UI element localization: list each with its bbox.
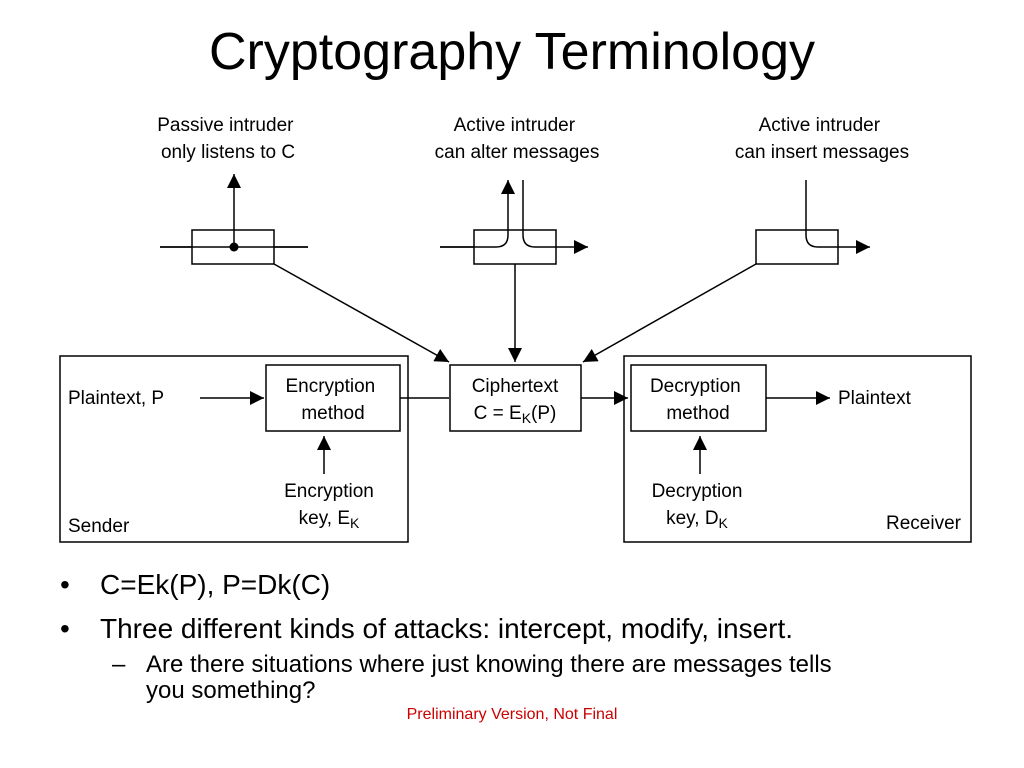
insert-intruder-label: Active intruder can insert messages bbox=[735, 115, 909, 163]
sub-bullet-marker: – bbox=[112, 651, 126, 678]
alter-intruder-label: Active intruder can alter messages bbox=[435, 115, 600, 163]
receiver-box bbox=[623, 355, 972, 543]
bullet-item: • C=Ek(P), P=Dk(C) bbox=[60, 568, 980, 602]
decryption-key-label: Decryption bbox=[652, 481, 743, 502]
sub-bullet-line: you something? bbox=[146, 677, 316, 704]
plaintext-output-label: Plaintext bbox=[838, 388, 912, 409]
sub-bullet-line: Are there situations where just knowing … bbox=[146, 651, 832, 678]
sender-box bbox=[59, 355, 409, 543]
bullet-list: • C=Ek(P), P=Dk(C) • Three different kin… bbox=[60, 568, 980, 704]
decryption-key-name: key, DK bbox=[666, 508, 728, 531]
sub-bullet-item: – Are there situations where just knowin… bbox=[60, 652, 980, 704]
plaintext-input-label: Plaintext, P bbox=[68, 388, 164, 409]
bullet-text: C=Ek(P), P=Dk(C) bbox=[100, 569, 331, 600]
cryptography-diagram: Passive intruder only listens to C Activ… bbox=[59, 115, 972, 543]
slide-title: Cryptography Terminology bbox=[209, 23, 815, 81]
decryption-method-label: Decryption method bbox=[650, 376, 746, 424]
footer-note: Preliminary Version, Not Final bbox=[406, 706, 618, 723]
receiver-label: Receiver bbox=[886, 513, 962, 534]
bullet-marker: • bbox=[60, 569, 70, 600]
tap-point bbox=[229, 242, 239, 252]
sender-label: Sender bbox=[68, 516, 130, 537]
passive-intruder-label: Passive intruder only listens to C bbox=[157, 115, 299, 163]
encryption-key-label: Encryption bbox=[284, 481, 374, 502]
bullet-marker: • bbox=[60, 613, 70, 644]
encryption-key-name: key, EK bbox=[299, 508, 360, 531]
encryption-method-label: Encryption method bbox=[285, 376, 380, 424]
ciphertext-formula: C = EK(P) bbox=[474, 403, 557, 426]
bullet-item: • Three different kinds of attacks: inte… bbox=[60, 612, 980, 646]
bullet-text: Three different kinds of attacks: interc… bbox=[100, 613, 794, 644]
ciphertext-label: Ciphertext bbox=[472, 376, 559, 397]
